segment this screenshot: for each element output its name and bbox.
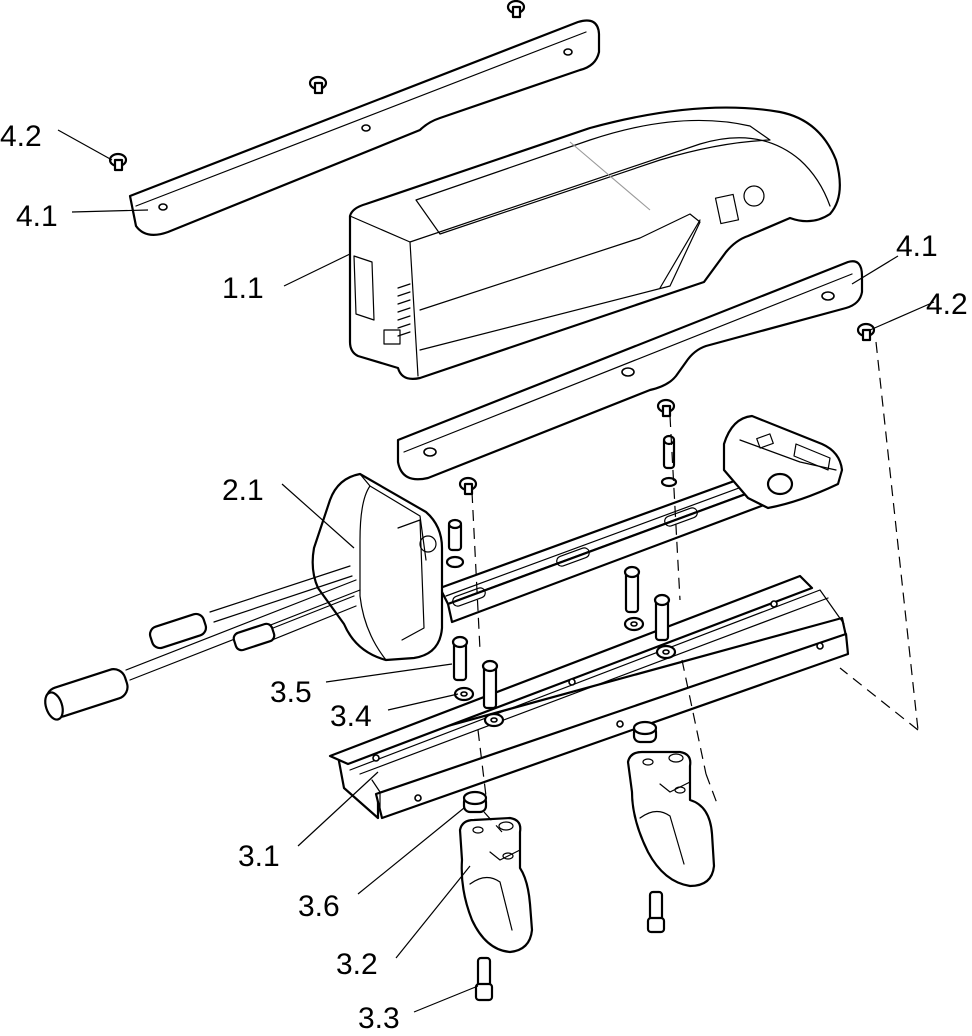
label-3-1: 3.1 (238, 840, 280, 873)
washer-3-4-d (655, 644, 677, 660)
cables (44, 565, 361, 721)
label-2-1: 2.1 (222, 474, 264, 507)
screw-4-2-e (656, 398, 676, 418)
bolt-3-3-a (474, 956, 494, 1002)
screw-4-2-f (458, 476, 478, 496)
spacer-3-6-b (632, 720, 658, 744)
battery-1-1 (348, 106, 841, 380)
label-4-2-right: 4.2 (926, 288, 968, 321)
mounting-plate-3-1 (328, 574, 850, 820)
label-1-1: 1.1 (222, 272, 264, 305)
label-3-4: 3.4 (330, 700, 372, 733)
bolt-3-5-c (623, 565, 641, 614)
bolt-3-3-b (646, 890, 666, 934)
screw-4-2-c (506, 0, 526, 19)
spacer-3-6-a (462, 790, 488, 814)
bolt-upper-1 (445, 518, 465, 569)
side-rail-left-4-1 (128, 19, 601, 237)
clamp-3-2-a (458, 816, 534, 954)
label-4-1-left: 4.1 (16, 200, 58, 233)
label-3-6: 3.6 (298, 890, 340, 923)
alignment-lines (471, 341, 919, 833)
label-3-2: 3.2 (336, 948, 378, 981)
cradle-end-cap (722, 414, 844, 510)
washer-3-4-b (483, 712, 505, 728)
leader-lines (57, 129, 935, 1013)
clamp-3-2-b (626, 750, 716, 888)
bolt-3-5-b (481, 659, 499, 710)
label-4-2-left: 4.2 (0, 120, 42, 153)
washer-3-4-c (623, 616, 645, 632)
screw-4-2-b (308, 75, 328, 95)
connector-housing-2-1 (311, 472, 444, 662)
side-rail-right-4-1 (396, 260, 864, 481)
label-3-3: 3.3 (358, 1002, 400, 1035)
bolt-3-5-d (653, 593, 671, 642)
screw-4-2-a (108, 152, 128, 172)
label-3-5: 3.5 (270, 676, 312, 709)
washer-3-4-a (453, 686, 475, 702)
bolt-3-5-a (451, 635, 469, 682)
label-4-1-right: 4.1 (896, 230, 938, 263)
screw-4-2-d (856, 322, 876, 342)
